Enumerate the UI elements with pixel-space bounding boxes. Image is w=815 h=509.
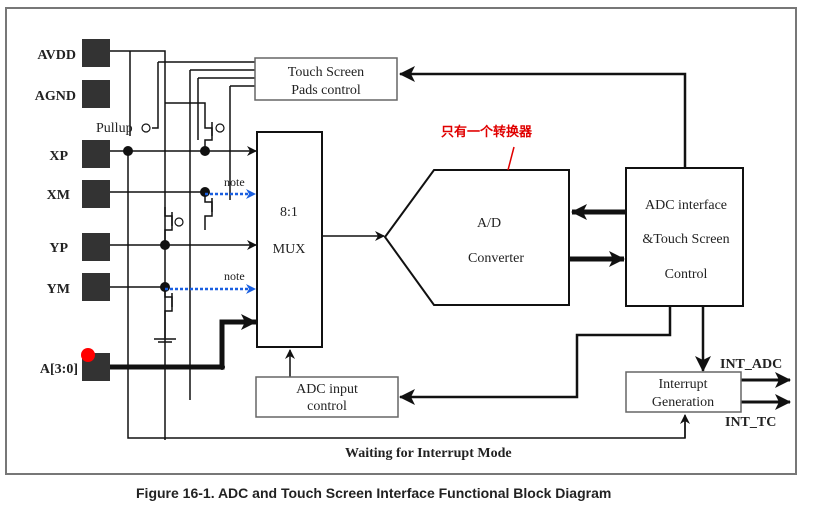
pin-xp: [82, 140, 110, 168]
output-int-adc: INT_ADC: [720, 357, 782, 372]
pads-control-block: Touch Screen Pads control: [254, 57, 398, 101]
adc-input-control-block: ADC input control: [255, 376, 399, 418]
pullup-transistor: [141, 123, 225, 227]
pin-labels: AVDD AGND XP XM YP YM A[3:0]: [35, 48, 78, 377]
svg-text:Control: Control: [665, 267, 708, 282]
svg-text:ADC input: ADC input: [296, 382, 358, 397]
wait-mode-label: Waiting for Interrupt Mode: [345, 446, 512, 461]
pin-label-xp: XP: [49, 149, 68, 164]
output-int-tc: INT_TC: [725, 415, 776, 430]
pin-label-avdd: AVDD: [37, 48, 76, 63]
svg-text:Pads control: Pads control: [291, 83, 361, 98]
svg-text:Generation: Generation: [652, 395, 714, 410]
pullup-label: Pullup: [96, 121, 133, 136]
svg-text:control: control: [307, 399, 347, 414]
svg-text:&Touch Screen: &Touch Screen: [642, 232, 729, 247]
pin-xm: [82, 180, 110, 208]
pin-label-agnd: AGND: [35, 89, 76, 104]
pins: [81, 39, 110, 381]
pin-label-yp: YP: [49, 241, 68, 256]
svg-text:Converter: Converter: [468, 251, 524, 266]
note-label-xm: note: [224, 175, 245, 189]
pin-ym: [82, 273, 110, 301]
red-marker-dot: [81, 348, 95, 362]
pin-avdd: [82, 39, 110, 67]
svg-text:Touch Screen: Touch Screen: [288, 65, 364, 80]
pin-label-xm: XM: [47, 188, 70, 203]
interrupt-generation-block: Interrupt Generation: [625, 371, 742, 413]
svg-text:A/D: A/D: [477, 216, 501, 231]
svg-text:MUX: MUX: [273, 242, 306, 257]
svg-text:ADC interface: ADC interface: [645, 198, 727, 213]
mux-block: 8:1 MUX: [256, 131, 323, 348]
figure-caption: Figure 16-1. ADC and Touch Screen Interf…: [136, 485, 611, 501]
svg-text:Interrupt: Interrupt: [659, 377, 708, 392]
adc-block: A/D Converter: [383, 169, 570, 306]
pin-agnd: [82, 80, 110, 108]
svg-text:8:1: 8:1: [280, 205, 298, 220]
address-bus: [110, 314, 257, 370]
pin-label-a30: A[3:0]: [40, 362, 78, 377]
annotation-pointer: [507, 146, 515, 171]
pin-label-ym: YM: [47, 282, 70, 297]
pin-yp: [82, 233, 110, 261]
wiring: [110, 50, 791, 440]
note-arrows: note note: [165, 175, 256, 294]
adc-interface-block: ADC interface &Touch Screen Control: [625, 167, 744, 307]
note-label-ym: note: [224, 269, 245, 283]
annotation-cn: 只有一个转换器: [441, 124, 533, 140]
